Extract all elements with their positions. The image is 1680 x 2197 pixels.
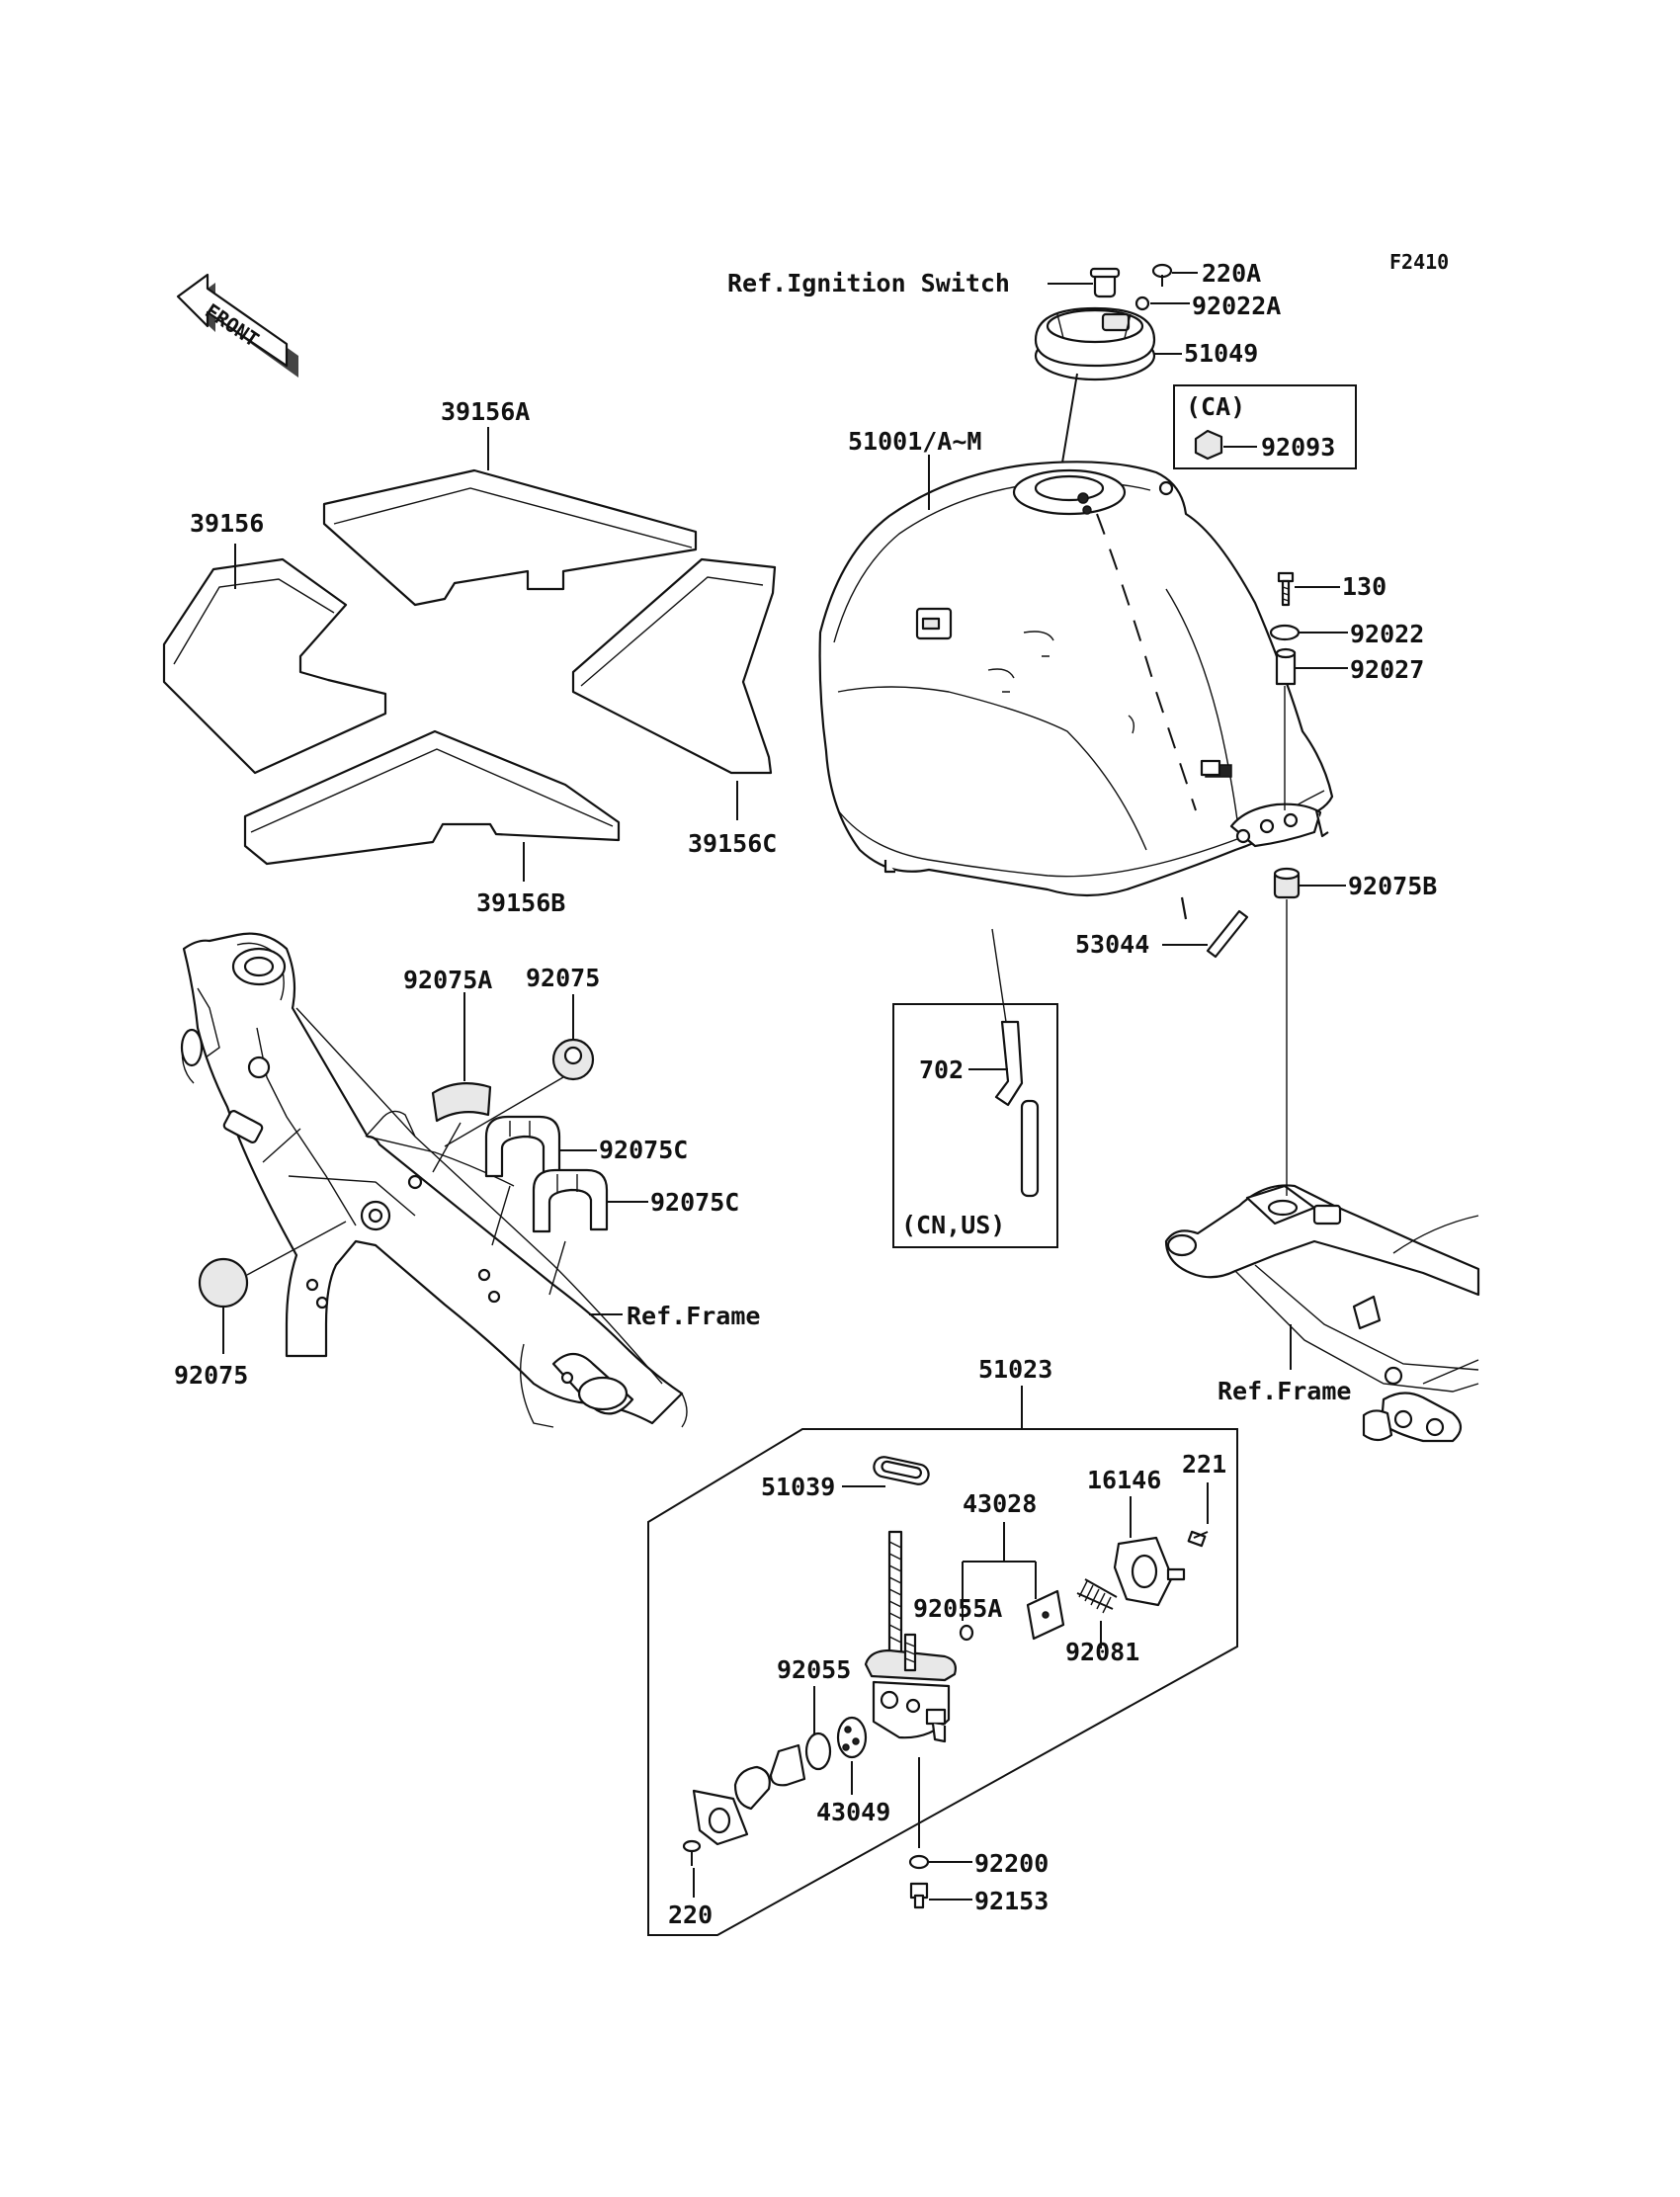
- washer-92022A-icon: [1134, 296, 1150, 311]
- drain-bolt-92153-icon: [909, 1882, 929, 1909]
- ca-box-title: (CA): [1186, 392, 1245, 421]
- label-92027: 92027: [1350, 655, 1424, 684]
- damper-92075C-lower-icon: [532, 1168, 609, 1233]
- label-92022: 92022: [1350, 620, 1424, 648]
- label-ref-frame-right: Ref.Frame: [1218, 1377, 1351, 1405]
- fuel-cap-51049-icon: [1034, 306, 1156, 381]
- fuel-cock-body-icon: [864, 1530, 957, 1743]
- label-39156: 39156: [190, 509, 264, 538]
- washer-92200-icon: [908, 1854, 930, 1870]
- label-92075C-2: 92075C: [650, 1188, 739, 1217]
- label-16146: 16146: [1087, 1466, 1161, 1494]
- label-39156A: 39156A: [441, 397, 530, 426]
- cn-us-box-title: (CN,US): [901, 1211, 1005, 1239]
- label-92075-top: 92075: [526, 964, 600, 992]
- mat-39156: [162, 557, 387, 775]
- o-ring-92055A-icon: [959, 1624, 974, 1642]
- damper-92075-top-icon: [551, 1038, 595, 1081]
- o-ring-51039-icon: [873, 1456, 930, 1485]
- label-92075A: 92075A: [403, 966, 492, 994]
- label-51001: 51001/A~M: [848, 427, 981, 456]
- lever-icon: [769, 1743, 806, 1787]
- label-92055A: 92055A: [913, 1594, 1002, 1623]
- mat-39156C: [571, 557, 777, 775]
- label-130: 130: [1342, 572, 1386, 601]
- lever-plate-icon: [692, 1789, 749, 1846]
- diaphragm-43028-icon: [1026, 1589, 1065, 1641]
- hose-702-icon: [994, 1020, 1040, 1198]
- frame-right-icon: [1164, 1184, 1480, 1443]
- label-220: 220: [668, 1901, 713, 1929]
- label-92055: 92055: [777, 1655, 851, 1684]
- figure-code: F2410: [1389, 250, 1449, 274]
- collar-92027-icon: [1275, 647, 1297, 686]
- label-92093: 92093: [1261, 433, 1335, 462]
- label-92022A: 92022A: [1192, 292, 1281, 320]
- cn-us-variant-box: 702 (CN,US): [892, 1003, 1058, 1248]
- label-43049: 43049: [816, 1798, 890, 1826]
- mat-39156A: [322, 468, 698, 607]
- label-702: 702: [919, 1056, 964, 1084]
- label-ref-ignition-switch: Ref.Ignition Switch: [727, 269, 1010, 297]
- cover-16146-icon: [1113, 1536, 1186, 1607]
- label-53044: 53044: [1075, 930, 1149, 959]
- fuel-cock-assembly-box: [647, 1428, 1238, 1936]
- label-43028: 43028: [963, 1489, 1037, 1518]
- damper-92075-bottom-icon: [198, 1257, 249, 1309]
- screw-220-icon: [682, 1839, 702, 1866]
- screw-221-icon: [1187, 1530, 1209, 1548]
- damper-92075C-upper-icon: [484, 1115, 561, 1178]
- label-92081: 92081: [1065, 1638, 1139, 1666]
- damper-92075A-icon: [431, 1082, 492, 1123]
- label-92075-bottom: 92075: [174, 1361, 248, 1390]
- fuel-tank-51001-icon: [818, 461, 1334, 920]
- nut-92093-icon: [1194, 429, 1223, 461]
- damper-92075B-icon: [1273, 867, 1301, 899]
- plate-43049-icon: [836, 1716, 868, 1759]
- ignition-switch-plug-icon: [1089, 267, 1121, 298]
- washer-92022-icon: [1269, 624, 1301, 641]
- bolt-220A-icon: [1151, 263, 1173, 287]
- spring-92081-icon: [1076, 1578, 1118, 1614]
- label-92153: 92153: [974, 1887, 1049, 1915]
- label-51023: 51023: [978, 1355, 1052, 1384]
- label-92075B: 92075B: [1348, 872, 1437, 900]
- label-220A: 220A: [1202, 259, 1261, 288]
- label-221: 221: [1182, 1450, 1226, 1479]
- gasket-icon: [733, 1765, 771, 1811]
- label-92200: 92200: [974, 1849, 1049, 1878]
- label-ref-frame-left: Ref.Frame: [627, 1302, 760, 1330]
- label-51039: 51039: [761, 1473, 835, 1501]
- ca-variant-box: (CA) 92093: [1173, 384, 1357, 469]
- front-direction-arrow-icon: FRONT: [176, 273, 298, 378]
- frame-left-icon: [180, 932, 688, 1428]
- mat-39156B: [243, 729, 621, 866]
- o-ring-92055-icon: [804, 1732, 832, 1771]
- label-39156C: 39156C: [688, 829, 777, 858]
- label-39156B: 39156B: [476, 888, 565, 917]
- hose-53044-icon: [1206, 909, 1249, 959]
- bolt-130-icon: [1277, 571, 1295, 607]
- label-92075C-1: 92075C: [599, 1136, 688, 1164]
- label-51049: 51049: [1184, 339, 1258, 368]
